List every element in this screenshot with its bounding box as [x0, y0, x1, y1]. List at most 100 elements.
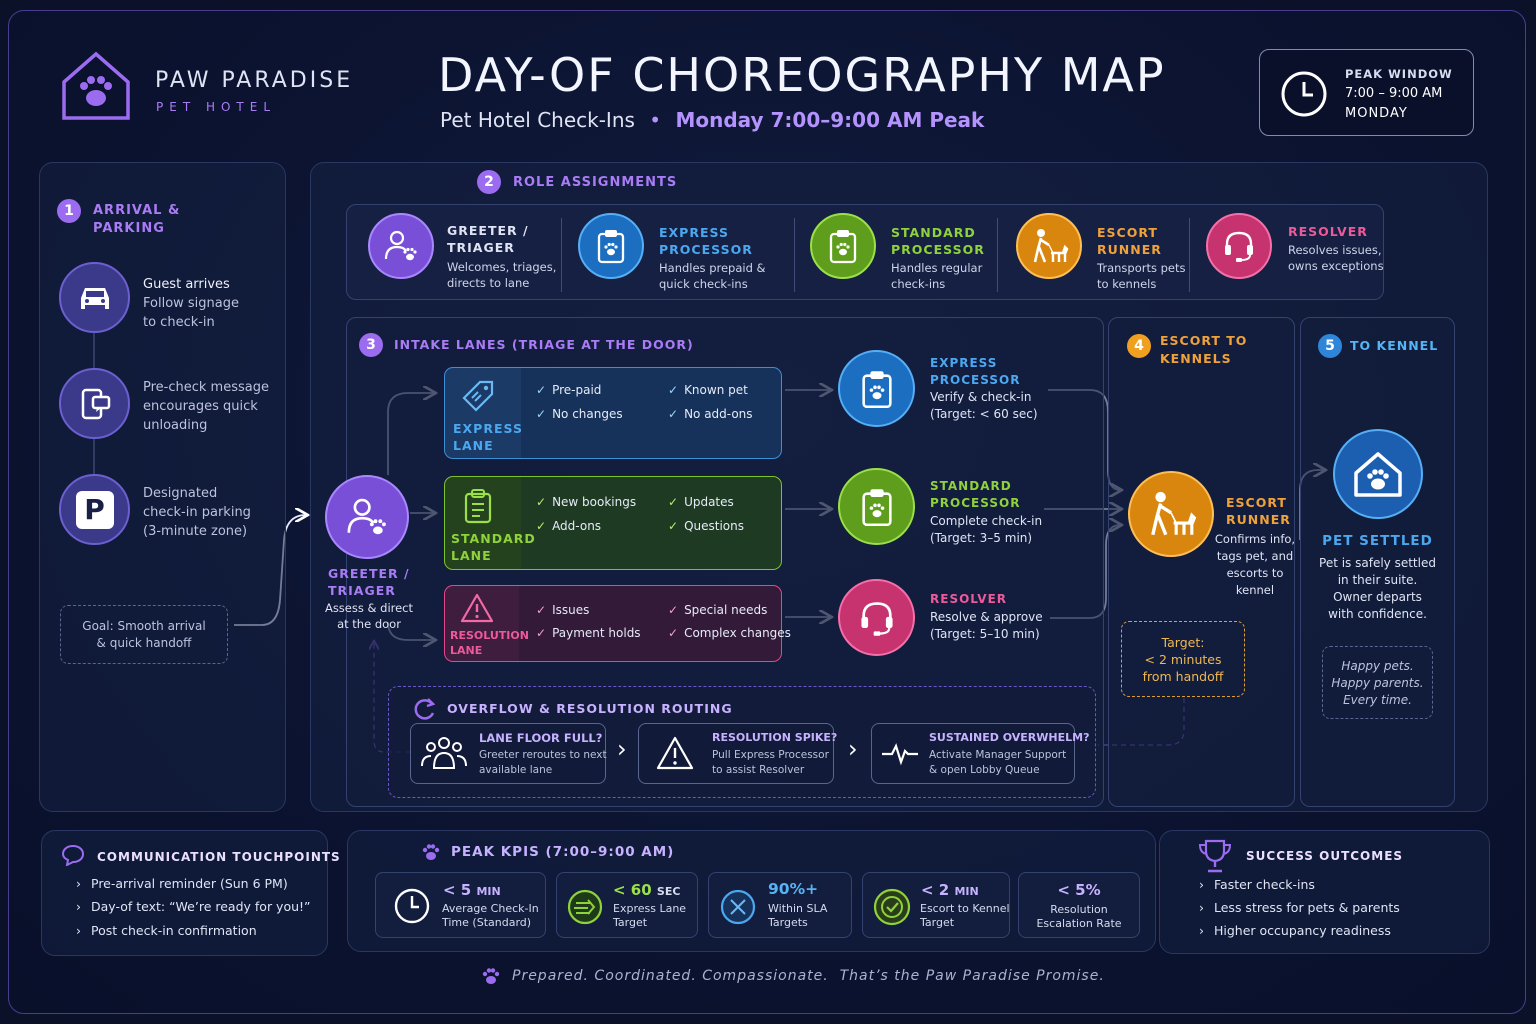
kpi-5-l2: Escalation Rate — [1036, 917, 1122, 930]
express-lane[interactable] — [444, 367, 782, 459]
kpi-card-5 — [1018, 872, 1140, 938]
brand-name: PAW PARADISE — [155, 68, 354, 93]
role-greeter-title: GREETER / TRIAGER — [447, 222, 529, 256]
role-express-desc: Handles prepaid & quick check-ins — [659, 260, 766, 292]
escort-d3: escorts to — [1226, 566, 1284, 580]
express-lane-crit-2: ✓Known pet — [668, 383, 748, 397]
escort-role-icon — [1016, 213, 1082, 279]
success-panel — [1159, 830, 1490, 954]
escort-runner-icon — [1128, 471, 1214, 557]
overflow-1-title: LANE FLOOR FULL? — [479, 731, 603, 745]
success-item-1: ›Faster check-ins — [1199, 876, 1315, 894]
page-title: DAY-OF CHOREOGRAPHY MAP — [438, 48, 1166, 102]
standard-processor-icon — [838, 468, 915, 545]
alert-icon — [656, 736, 694, 770]
escort-d2: tags pet, and — [1216, 549, 1294, 563]
escort-title-2: KENNELS — [1160, 351, 1232, 366]
arrival-step-3-l1: Designated — [143, 486, 218, 501]
role-escort-t1: ESCORT — [1097, 225, 1158, 240]
arrival-step-2-l2: encourages quick — [143, 399, 258, 414]
chevron-right-icon: › — [76, 923, 81, 938]
crit: Issues — [552, 603, 590, 617]
kpi-1-v: < 5 — [443, 881, 472, 899]
arrival-step-3-l2: check-in parking — [143, 505, 251, 520]
role-standard-desc: Handles regular check-ins — [891, 260, 982, 292]
check-icon: ✓ — [536, 495, 547, 509]
subtitle-sep: • — [649, 108, 662, 132]
escort-title-1: ESCORT TO — [1160, 333, 1248, 348]
overflow-3-title: SUSTAINED OVERWHELM? — [929, 731, 1090, 744]
car-icon — [59, 262, 130, 333]
resolution-lane-crit-4: ✓Complex changes — [668, 626, 791, 640]
arrival-goal-l2: & quick handoff — [96, 636, 192, 650]
standard-lane[interactable] — [444, 476, 782, 570]
role-standard-t1: STANDARD — [891, 225, 976, 240]
kpi-3-value: 90%+ — [768, 880, 818, 898]
standard-lane-crit-2: ✓Updates — [668, 495, 734, 509]
resolution-lane-crit-3: ✓Payment holds — [536, 626, 641, 640]
success-item-2: › Less stress for pets & parents — [1199, 899, 1400, 917]
standard-processor-desc: Complete check-in (Target: 3–5 min) — [930, 513, 1042, 547]
success-title: SUCCESS OUTCOMES — [1246, 849, 1404, 863]
role-express-t2: PROCESSOR — [659, 242, 753, 257]
paw-icon — [422, 844, 440, 860]
check-icon: ✓ — [536, 383, 547, 397]
success-item-3: ›Higher occupancy readiness — [1199, 922, 1391, 940]
escort-title: ESCORT TO KENNELS — [1160, 332, 1247, 368]
standard-lane-name: STANDARD LANE — [451, 530, 536, 564]
happy-3: Every time. — [1343, 693, 1412, 707]
role-escort-d2: to kennels — [1097, 277, 1157, 291]
crit: No add-ons — [684, 407, 753, 421]
role-escort-t2: RUNNER — [1097, 242, 1162, 257]
chevron-right-icon: › — [1199, 923, 1204, 938]
overflow-1-d1: Greeter reroutes to next — [479, 749, 607, 761]
kennel-title: TO KENNEL — [1350, 338, 1439, 353]
role-resolver-d2: owns exceptions — [1288, 259, 1384, 273]
arrival-step-1-l3: to check-in — [143, 315, 215, 330]
arrival-step-2-l3: unloading — [143, 418, 208, 433]
resolution-lane-crit-2: ✓Special needs — [668, 603, 767, 617]
check-icon: ✓ — [536, 603, 547, 617]
kpi-1-label: Average Check-In Time (Standard) — [442, 902, 539, 930]
chevron-right-icon: › — [1199, 900, 1204, 915]
crit: Updates — [684, 495, 734, 509]
express-lane-n1: EXPRESS — [453, 421, 523, 436]
greeter-triager-icon — [325, 475, 409, 559]
greeter-t2: TRIAGER — [328, 583, 396, 598]
arrival-step-2: Pre-check message encourages quick unloa… — [143, 378, 269, 435]
escort-target-1: Target: — [1161, 635, 1205, 650]
success-text-2: Less stress for pets & parents — [1214, 900, 1400, 915]
kpi-4-u: MIN — [954, 885, 979, 898]
crit: Known pet — [684, 383, 748, 397]
success-text-1: Faster check-ins — [1214, 877, 1315, 892]
role-resolver-t1: RESOLVER — [1288, 224, 1368, 239]
resolution-lane-crit-1: ✓ Issues — [536, 603, 589, 617]
standard-lane-crit-4: ✓Questions — [668, 519, 744, 533]
role-resolver-d1: Resolves issues, — [1288, 243, 1382, 257]
comms-title: COMMUNICATION TOUCHPOINTS — [97, 850, 341, 864]
overflow-1-d2: available lane — [479, 764, 553, 776]
arrival-goal-l1: Goal: Smooth arrival — [82, 619, 206, 633]
peak-day: MONDAY — [1345, 106, 1408, 121]
resolver-title: RESOLVER — [930, 592, 1007, 606]
kennel-d1: Pet is safely settled — [1319, 556, 1436, 570]
kpi-4-v: < 2 — [921, 881, 950, 899]
kennel-d3: Owner departs — [1333, 590, 1422, 604]
happy-2: Happy parents. — [1331, 676, 1424, 690]
escort-target-2: < 2 minutes — [1144, 652, 1222, 667]
resolution-lane[interactable] — [444, 585, 782, 662]
kpi-4-label: Escort to Kennel Target — [920, 902, 1010, 930]
express-processor-title: EXPRESS PROCESSOR — [930, 355, 1020, 389]
check-icon: ✓ — [668, 626, 679, 640]
kpi-title: PEAK KPIS (7:00–9:00 AM) — [451, 844, 675, 860]
resolution-lane-name: RESOLUTION LANE — [450, 628, 529, 658]
peak-time: 7:00 – 9:00 AM — [1345, 86, 1443, 101]
check-icon: ✓ — [536, 407, 547, 421]
overflow-3-d1: Activate Manager Support — [929, 749, 1067, 761]
role-escort-desc: Transports pets to kennels — [1097, 260, 1186, 292]
clipboard-icon — [464, 489, 492, 524]
arrival-step-2-l1: Pre-check message — [143, 380, 269, 395]
express-processor-t2: PROCESSOR — [930, 373, 1021, 387]
arrival-step-1-l2: Follow signage — [143, 296, 240, 311]
clock-icon — [394, 888, 430, 924]
